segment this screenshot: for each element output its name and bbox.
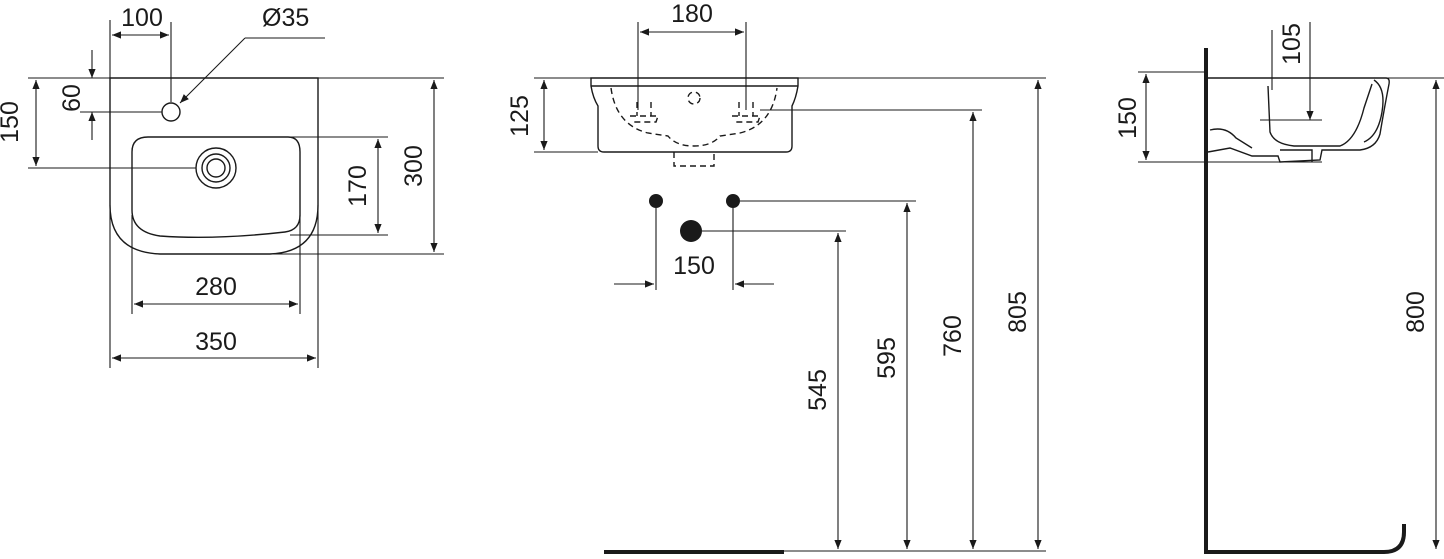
side-view: 105 150 800 (1114, 22, 1444, 554)
dim-supply-height-label: 595 (873, 337, 901, 379)
front-view: 180 125 150 545 595 760 805 (506, 0, 1046, 554)
dim-supply-spacing-label: 150 (673, 252, 715, 280)
dim-tap-depth-label: 60 (58, 84, 86, 112)
tap-hole-icon (161, 102, 181, 122)
basin-outline-top (109, 77, 319, 255)
dim-tap-hole-label: Ø35 (262, 4, 309, 32)
wall-line (1204, 48, 1406, 554)
dim-rim-height-label: 805 (1004, 291, 1032, 333)
dim-bowl-depth-label: 170 (344, 165, 372, 207)
bracket-hole-right (732, 102, 761, 123)
dim-side-height-label: 150 (1114, 97, 1142, 139)
dim-bowl-width-label: 280 (195, 273, 237, 301)
dim-overall-width-label: 350 (195, 328, 237, 356)
waste-stub (673, 152, 715, 167)
tap-hole-front-icon (687, 91, 701, 105)
dim-side-rim-height-label: 800 (1402, 291, 1430, 333)
dim-basin-height-label: 125 (506, 95, 534, 137)
top-view: 100 Ø35 60 150 170 300 280 350 (0, 4, 444, 368)
supply-point-right-icon (726, 194, 740, 208)
waste-point-icon (680, 220, 702, 242)
dim-waste-height-label: 545 (804, 369, 832, 411)
dim-bracket-height-label: 760 (939, 315, 967, 357)
basin-outline-front (590, 77, 799, 153)
dim-projection-label: 105 (1278, 23, 1306, 65)
hidden-bowl-outline (610, 87, 778, 147)
bowl-outline-side (1267, 83, 1373, 147)
dim-waste-depth-label: 150 (0, 101, 24, 143)
leader-tap-hole (179, 37, 246, 104)
dim-tap-offset-label: 100 (121, 4, 163, 32)
dim-bracket-spacing-label: 180 (671, 0, 713, 28)
dim-overall-depth-label: 300 (400, 145, 428, 187)
basin-outline-side (1207, 77, 1390, 163)
supply-point-left-icon (649, 194, 663, 208)
bracket-hole-left (630, 102, 659, 123)
bowl-outline-top (131, 136, 301, 239)
